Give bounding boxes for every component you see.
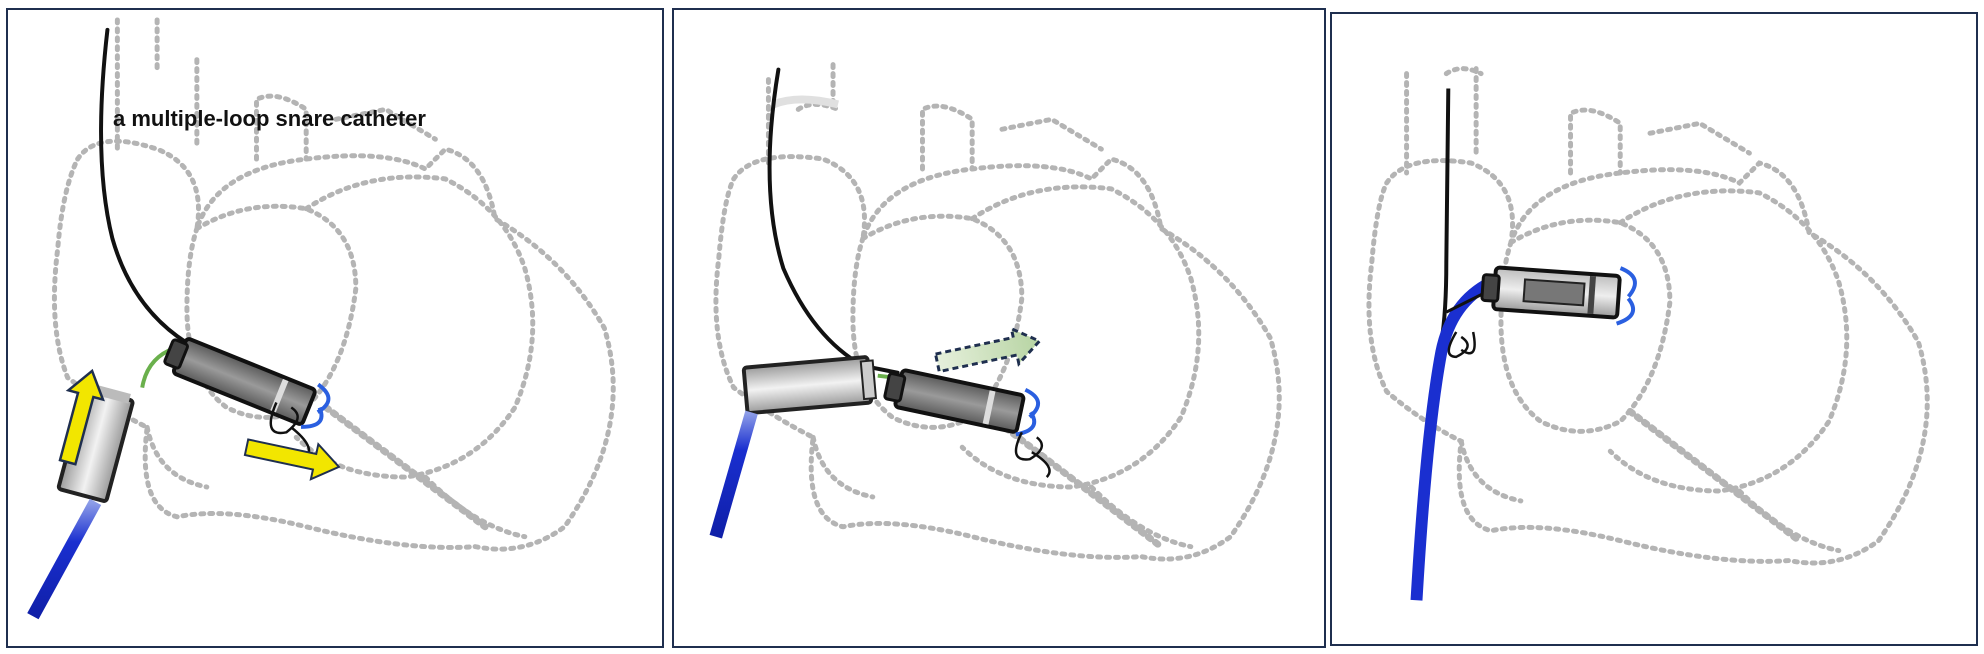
catheter-sheath	[1410, 276, 1494, 601]
snare-loops	[1014, 431, 1051, 478]
delivery-sheath	[741, 355, 878, 416]
leadless-pacemaker	[163, 337, 331, 429]
snare-wire	[1439, 88, 1451, 343]
diagram-step-3	[1366, 66, 1930, 601]
snare-wire	[767, 67, 900, 375]
panel-step-2	[672, 8, 1326, 648]
withdraw-arrow	[933, 326, 1042, 374]
heart-outline	[713, 62, 1282, 562]
movement-arrow-right	[243, 438, 341, 481]
diagram-step-2	[709, 62, 1282, 562]
panel-step-1: a multiple-loop snare catheter	[6, 8, 664, 648]
leadless-pacemaker	[1480, 265, 1637, 326]
snare-catheter-label: a multiple-loop snare catheter	[113, 106, 426, 131]
catheter-sheath	[27, 498, 102, 620]
catheter-sheath	[709, 410, 758, 539]
movement-arrow-up	[58, 368, 105, 466]
faint-ring	[771, 95, 839, 109]
panel-step-3	[1330, 12, 1978, 646]
snare-loops	[1447, 331, 1476, 359]
diagram-step-1	[27, 17, 616, 620]
leadless-pacemaker	[883, 368, 1040, 437]
snare-wire	[99, 27, 239, 370]
